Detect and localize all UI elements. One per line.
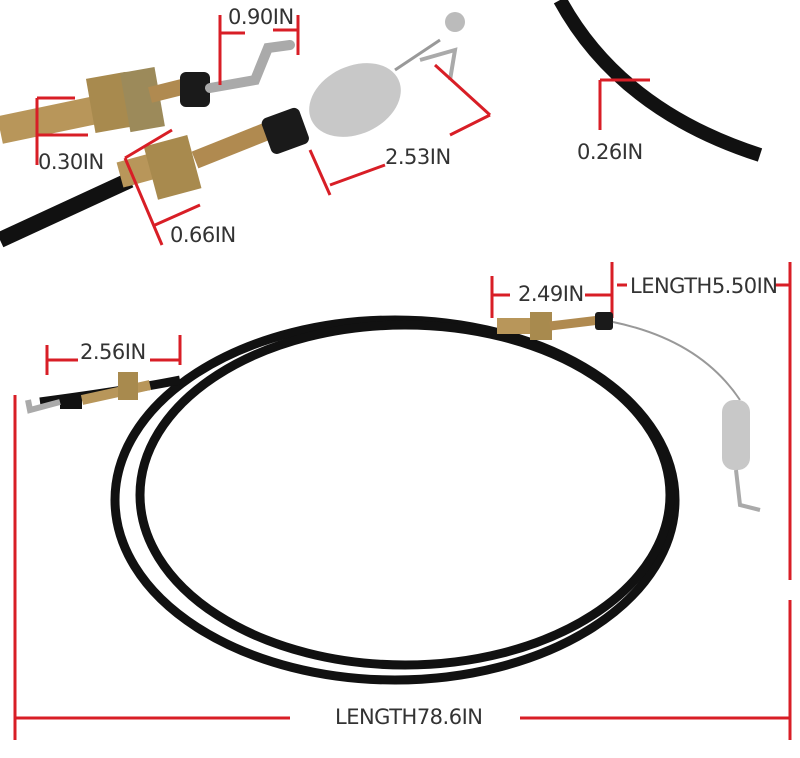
thread-diameter-label: 0.30IN [38,150,104,174]
left-thread-length-label: 2.56IN [80,340,146,364]
cable-right-end [497,312,761,512]
cable-end-detail-left [0,12,465,248]
cable-left-end [25,372,152,414]
spring-length-label: 2.53IN [385,145,451,169]
total-length-label: LENGTH78.6IN [335,705,483,729]
coiled-cable [39,315,680,685]
nut-width-label: 0.66IN [170,223,236,247]
cable-section [553,0,763,162]
right-thread-length-label: 2.49IN [518,282,584,306]
dimension-lines [13,15,792,740]
hook-width-label: 0.90IN [228,5,294,29]
inner-wire-length-label: LENGTH5.50IN [630,274,778,298]
cable-diameter-label: 0.26IN [577,140,643,164]
